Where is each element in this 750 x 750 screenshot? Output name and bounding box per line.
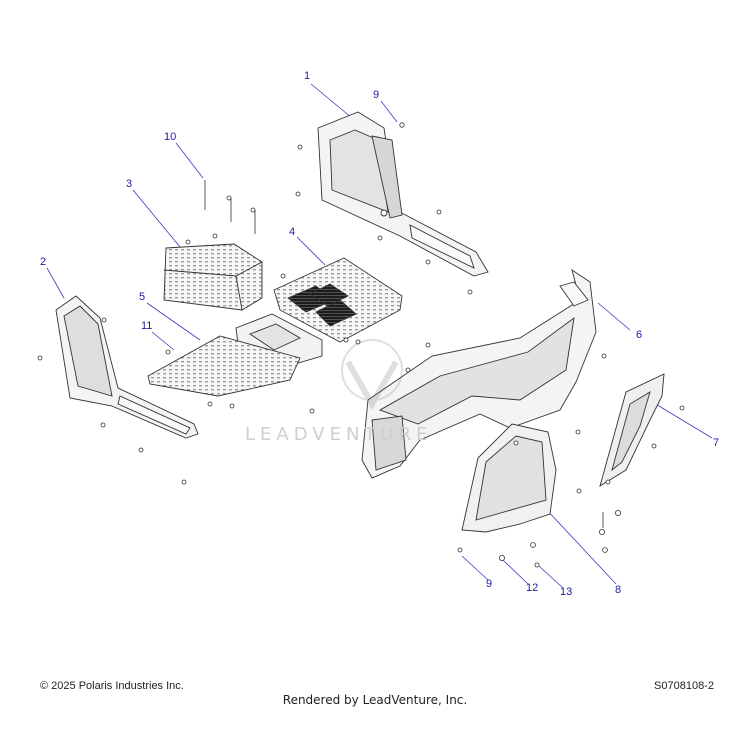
part-7-side-shield [599,373,665,487]
callout-12[interactable]: 12 [526,582,539,594]
part-1-console-panel [317,111,489,277]
leader-lines [46,83,713,589]
callout-7[interactable]: 7 [713,437,720,449]
callout-13[interactable]: 13 [560,586,573,598]
callout-10[interactable]: 10 [164,131,177,143]
part-5-floor-grate [147,335,301,397]
callout-9[interactable]: 9 [373,89,380,101]
rendered-by-text: Rendered by LeadVenture, Inc. [282,693,468,707]
part-8-lower-shield [461,423,557,533]
part-3-floor-cover [163,243,263,311]
callout-5[interactable]: 5 [139,291,146,303]
callout-8[interactable]: 8 [615,584,622,596]
copyright-text: © 2025 Polaris Industries Inc. [40,680,184,692]
part-6-firewall [361,268,597,479]
diagram-id: S0708108-2 [654,680,714,692]
callout-2[interactable]: 2 [40,256,47,268]
callout-4[interactable]: 4 [289,226,296,238]
callout-6[interactable]: 6 [636,329,643,341]
callout-11[interactable]: 11 [141,320,153,332]
part-4-floor-mat [273,257,403,343]
part-2-side-panel [55,295,199,439]
screw-shafts [204,180,604,528]
callout-1[interactable]: 1 [304,70,311,82]
fasteners [37,122,685,568]
leadventure-logo-watermark [341,339,403,411]
callout-9-lower[interactable]: 9 [486,578,493,590]
callout-3[interactable]: 3 [126,178,133,190]
watermark-text: LEADVENTURE [245,424,433,445]
